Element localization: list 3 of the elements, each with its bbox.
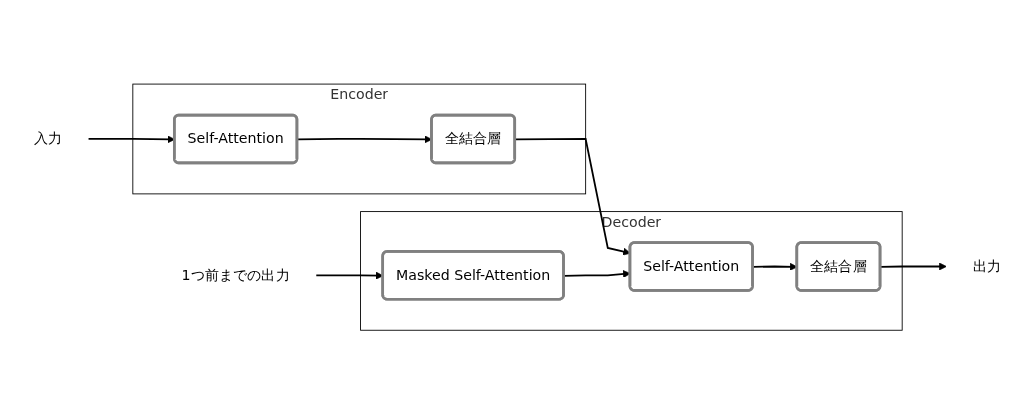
node-text: 入力 — [33, 129, 62, 147]
node-text: 出力 — [973, 257, 1002, 275]
node-text: 1つ前までの出力 — [181, 266, 290, 284]
